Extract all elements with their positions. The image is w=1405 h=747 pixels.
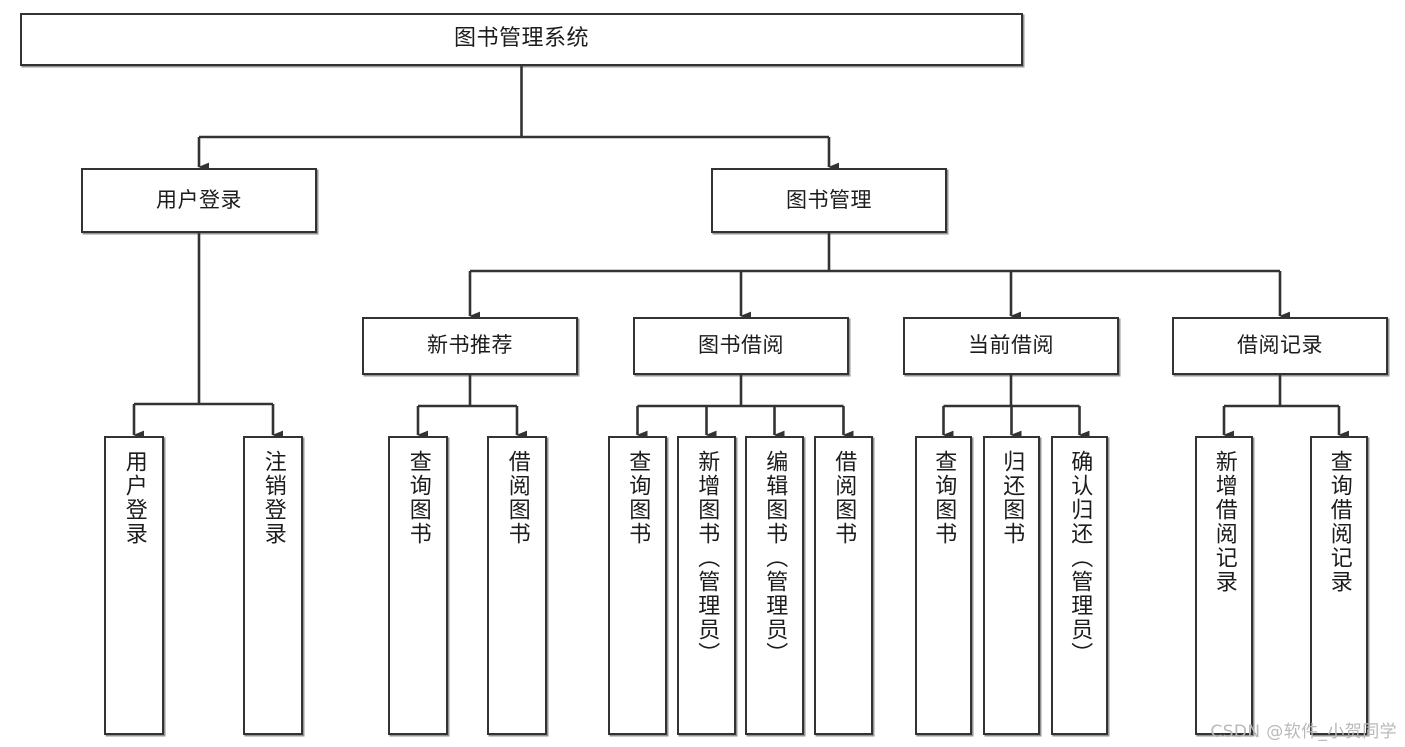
- node-user-login[interactable]: 用户登录: [81, 168, 317, 233]
- node-book-manage[interactable]: 图书管理: [711, 168, 947, 233]
- node-leaf-cb-return[interactable]: 归还图书: [983, 436, 1040, 735]
- node-leaf-rec-query[interactable]: 查询图书: [388, 436, 448, 735]
- node-current-borrow[interactable]: 当前借阅: [903, 317, 1119, 375]
- node-label: 归还图书: [999, 450, 1025, 546]
- node-root[interactable]: 图书管理系统: [20, 13, 1023, 66]
- node-label: 图书管理: [786, 187, 872, 212]
- node-label: 图书管理系统: [453, 26, 589, 52]
- node-leaf-cb-query[interactable]: 查询图书: [915, 436, 972, 735]
- node-leaf-user-login[interactable]: 用户登录: [104, 436, 164, 735]
- node-leaf-br-add[interactable]: 新增借阅记录: [1195, 436, 1253, 735]
- node-label: 查询图书: [931, 450, 957, 546]
- node-leaf-br-query[interactable]: 查询借阅记录: [1310, 436, 1368, 735]
- node-label: 借阅图书: [831, 450, 857, 546]
- node-label: 借阅记录: [1237, 333, 1323, 358]
- node-leaf-bb-borrow[interactable]: 借阅图书: [814, 436, 873, 735]
- node-leaf-bb-query[interactable]: 查询图书: [608, 436, 667, 735]
- node-label: 确认归还（管理员）: [1067, 450, 1093, 666]
- node-label: 注销登录: [260, 450, 286, 546]
- node-borrow-record[interactable]: 借阅记录: [1172, 317, 1388, 375]
- node-label: 借阅图书: [504, 450, 530, 546]
- node-leaf-bb-add[interactable]: 新增图书（管理员）: [677, 436, 736, 735]
- node-book-borrow[interactable]: 图书借阅: [633, 317, 849, 375]
- node-label: 新书推荐: [427, 333, 513, 358]
- node-leaf-rec-borrow[interactable]: 借阅图书: [487, 436, 547, 735]
- node-new-book-rec[interactable]: 新书推荐: [362, 317, 578, 375]
- node-leaf-bb-edit[interactable]: 编辑图书（管理员）: [745, 436, 804, 735]
- node-label: 查询图书: [405, 450, 431, 546]
- node-label: 编辑图书（管理员）: [762, 450, 788, 666]
- node-label: 查询借阅记录: [1326, 450, 1352, 594]
- node-label: 用户登录: [156, 187, 242, 212]
- node-label: 查询图书: [625, 450, 651, 546]
- node-label: 用户登录: [121, 450, 147, 546]
- node-label: 当前借阅: [968, 333, 1054, 358]
- watermark-text: CSDN @软件_小贺同学: [1210, 722, 1397, 742]
- node-leaf-user-logout[interactable]: 注销登录: [243, 436, 303, 735]
- node-label: 图书借阅: [698, 333, 784, 358]
- node-label: 新增图书（管理员）: [694, 450, 720, 666]
- node-label: 新增借阅记录: [1211, 450, 1237, 594]
- node-leaf-cb-confirm[interactable]: 确认归还（管理员）: [1051, 436, 1108, 735]
